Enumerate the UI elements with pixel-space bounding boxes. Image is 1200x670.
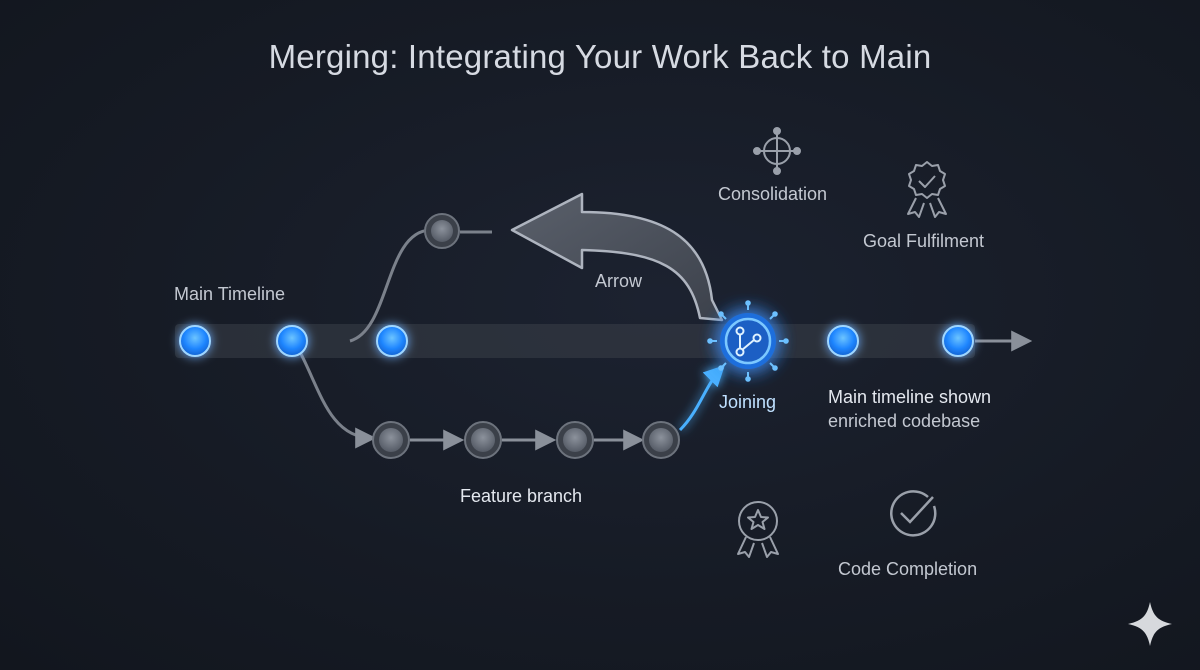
consolidation-label: Consolidation <box>718 184 828 204</box>
arrow-label: Arrow <box>595 271 643 291</box>
merge-node-spikes <box>707 300 789 382</box>
main-timeline-label: Main Timeline <box>174 284 286 304</box>
award-check-icon <box>907 161 947 218</box>
result-label-line1: Main timeline shown <box>828 387 992 407</box>
feature-branch-nodes <box>372 421 680 459</box>
sparkle-icon <box>1128 602 1172 646</box>
main-commit-node <box>827 325 859 357</box>
main-commit-node <box>376 325 408 357</box>
main-commit-node <box>276 325 308 357</box>
feature-branch-label: Feature branch <box>460 486 583 506</box>
joining-label: Joining <box>719 392 777 412</box>
goal-fulfilment-label: Goal Fulfilment <box>863 231 985 251</box>
big-curved-arrow <box>510 192 724 322</box>
feature-branch-curve <box>298 351 377 449</box>
main-commit-node <box>942 325 974 357</box>
code-completion-label: Code Completion <box>838 559 978 579</box>
award-star-icon <box>737 501 779 558</box>
feature-merge-curve <box>678 365 725 432</box>
result-label-line2: enriched codebase <box>828 411 981 431</box>
crosshair-nodes-icon <box>753 127 801 175</box>
page-title: Merging: Integrating Your Work Back to M… <box>268 38 932 75</box>
merge-node <box>720 313 776 369</box>
main-commit-node <box>179 325 211 357</box>
check-circle-icon <box>890 490 937 537</box>
merge-icon <box>735 326 762 357</box>
upper-branch-curve <box>349 228 431 343</box>
